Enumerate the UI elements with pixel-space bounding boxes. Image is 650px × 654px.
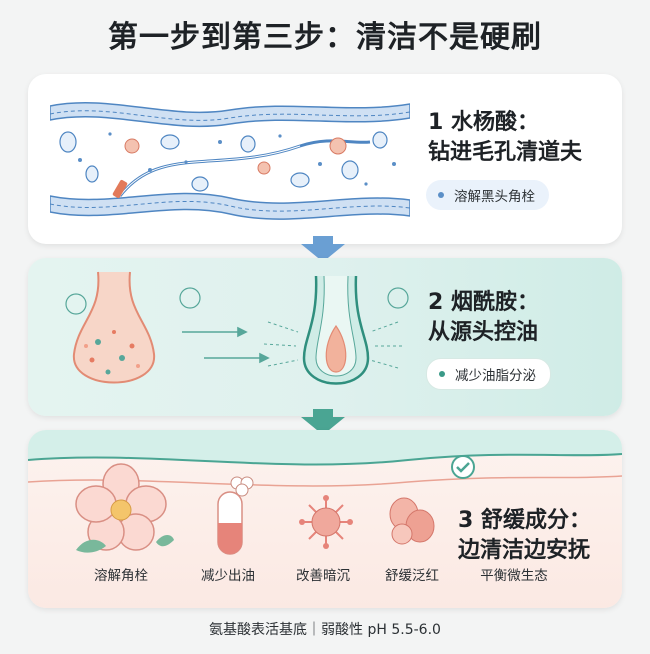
step-2-card: 2 烟酰胺： 从源头控油 减少油脂分泌: [28, 258, 622, 416]
capsule-icon: [217, 491, 243, 555]
virus-icon: [299, 495, 353, 549]
page-title: 第一步到第三步：清洁不是硬刷: [108, 20, 542, 55]
feature-label-5: 平衡微生态: [480, 568, 548, 584]
leaf-icon: [230, 476, 254, 497]
step-3-heading: 3 舒缓成分： 边清洁边安抚: [458, 508, 591, 563]
bullet-icon: [439, 371, 445, 377]
bullet-icon: [438, 192, 444, 198]
feature-label-1: 溶解角栓: [94, 568, 148, 584]
footer-note: 氨基酸表活基底｜弱酸性 pH 5.5-6.0: [209, 622, 441, 638]
step-1-heading: 1 水杨酸： 钻进毛孔清道夫: [428, 110, 583, 165]
follicle-illustration: [65, 271, 409, 385]
feature-label-3: 改善暗沉: [296, 568, 350, 584]
down-arrow-stem: [313, 236, 333, 246]
step-2-heading: 2 烟酰胺： 从源头控油: [428, 290, 539, 345]
step-3-card: 3 舒缓成分： 边清洁边安抚 溶解角栓 减少出油 改善暗沉 舒缓泛红 平衡微生态: [28, 430, 622, 608]
down-arrow-icon: [301, 244, 345, 262]
feature-label-2: 减少出油: [201, 568, 255, 584]
pore-channel-illustration: [50, 102, 410, 220]
step-1-card: 1 水杨酸： 钻进毛孔清道夫 溶解黑头角栓: [28, 74, 622, 244]
cells-icon: [389, 497, 435, 545]
down-arrow-stem: [313, 409, 333, 419]
check-icon: [451, 455, 475, 479]
step-2-benefit-badge: 减少油脂分泌: [426, 358, 551, 390]
flower-icon: [75, 463, 174, 553]
feature-label-4: 舒缓泛红: [385, 568, 439, 584]
step-1-benefit-badge: 溶解黑头角栓: [426, 180, 549, 210]
